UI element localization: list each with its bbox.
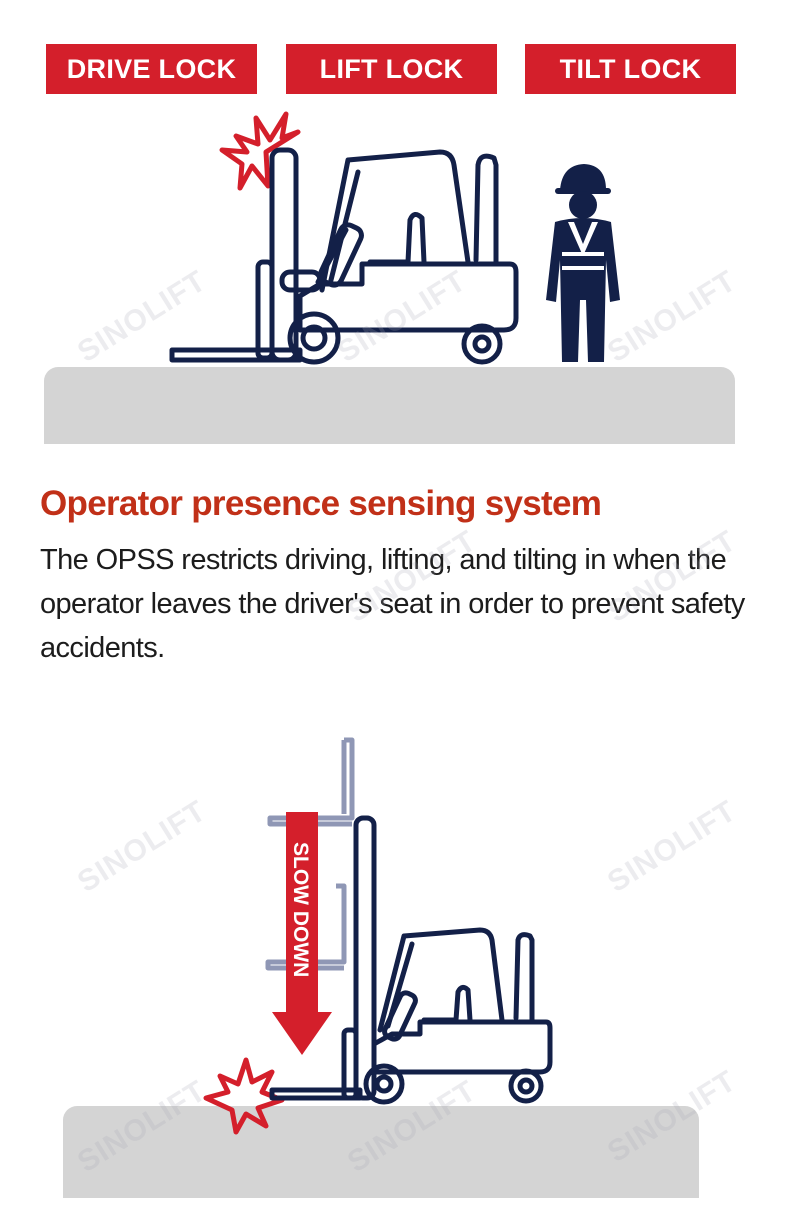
forklift-cab: [377, 927, 505, 1033]
forklift-slowdown-illustration: SLOW DOWN: [203, 737, 553, 1135]
forklift-lock-illustration: [169, 111, 620, 365]
slow-down-label: SLOW DOWN: [289, 842, 312, 977]
drive-lock-badge: DRIVE LOCK: [46, 44, 257, 94]
tilt-lock-label: TILT LOCK: [559, 54, 702, 84]
section-description: The OPSS restricts driving, lifting, and…: [40, 544, 745, 664]
forklift-mast: [353, 815, 377, 1101]
front-wheel-icon: [363, 1063, 405, 1105]
impact-burst-icon: [219, 111, 301, 191]
floor-top: [44, 367, 735, 444]
forklift-body: [297, 261, 519, 333]
forklift-body: [371, 1019, 553, 1075]
front-wheel-icon: [287, 311, 341, 365]
section-title: Operator presence sensing system: [40, 484, 602, 523]
worker-icon: [546, 164, 620, 362]
lift-lock-label: LIFT LOCK: [319, 54, 464, 84]
rear-wheel-icon: [508, 1068, 544, 1104]
forklift-forks: [169, 347, 303, 363]
drive-lock-label: DRIVE LOCK: [66, 54, 237, 84]
forklift-cab: [319, 149, 471, 293]
rear-wheel-icon: [461, 323, 503, 365]
lift-lock-badge: LIFT LOCK: [286, 44, 497, 94]
forklift-seat: [367, 212, 427, 265]
forklift-forks: [269, 1087, 363, 1101]
impact-burst-icon: [203, 1057, 285, 1135]
tilt-lock-badge: TILT LOCK: [525, 44, 736, 94]
floor-bottom: [63, 1106, 699, 1198]
slow-down-arrow-icon: SLOW DOWN: [272, 812, 332, 1055]
